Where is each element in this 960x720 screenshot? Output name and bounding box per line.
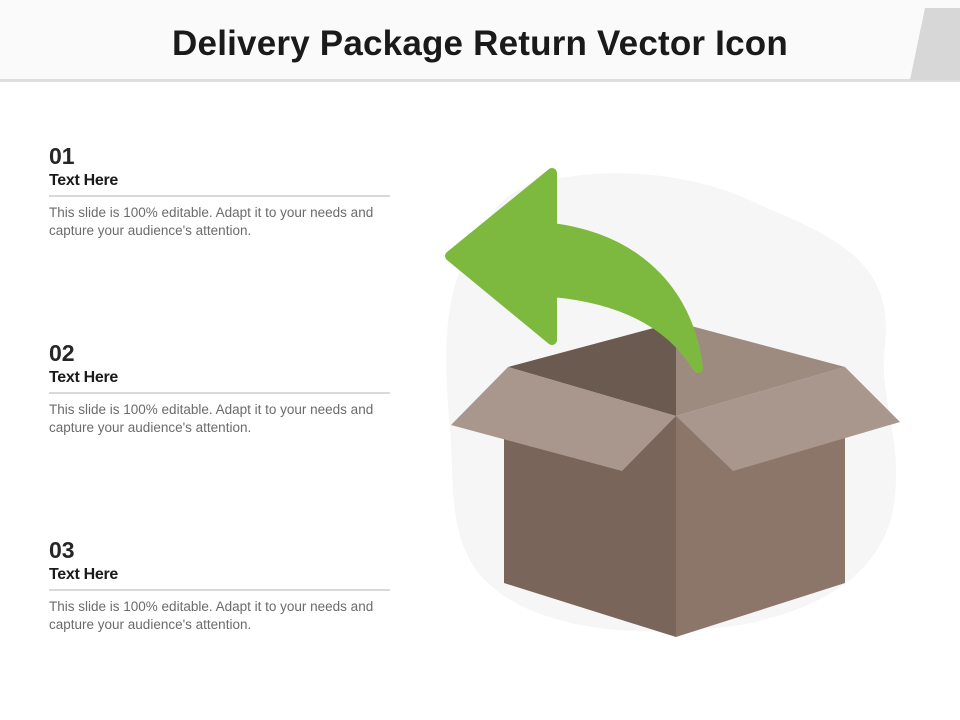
item-divider [49,195,390,197]
item-number: 01 [49,143,75,169]
slide-title: Delivery Package Return Vector Icon [172,24,788,63]
return-arrow-icon [445,168,703,373]
text-item-02: 02 Text Here This slide is 100% editable… [49,340,390,437]
box-left-face [504,416,676,637]
box-inner-right [676,322,845,416]
item-divider [49,589,390,591]
item-body: This slide is 100% editable. Adapt it to… [49,402,374,435]
box-right-face [676,416,845,637]
item-heading: Text Here [49,369,119,386]
item-heading: Text Here [49,172,119,189]
title-divider [0,79,960,82]
box-right-flap [676,367,900,471]
box-inner-back [508,322,676,416]
box-left-flap [451,367,676,471]
title-bar [0,0,960,82]
item-heading: Text Here [49,566,119,583]
item-number: 03 [49,537,75,563]
item-body: This slide is 100% editable. Adapt it to… [49,205,374,238]
item-body: This slide is 100% editable. Adapt it to… [49,599,374,632]
item-number: 02 [49,340,75,366]
item-divider [49,392,390,394]
text-item-01: 01 Text Here This slide is 100% editable… [49,143,390,240]
text-item-03: 03 Text Here This slide is 100% editable… [49,537,390,634]
